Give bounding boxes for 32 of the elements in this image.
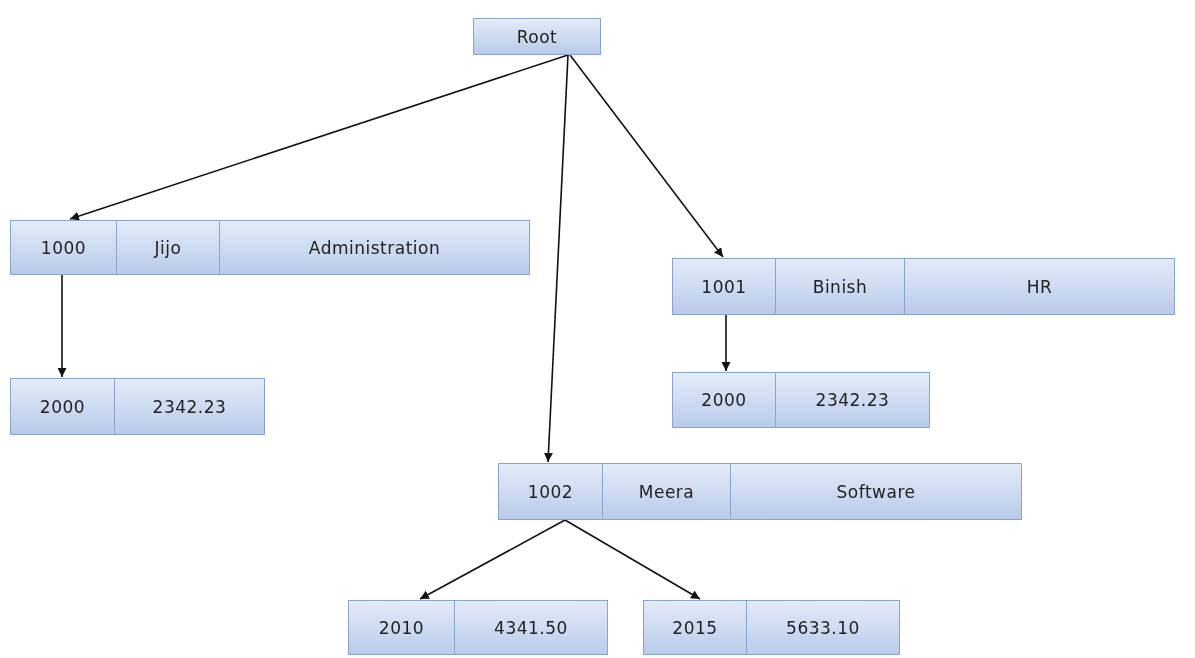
arrow [57,274,67,378]
record-field: Meera [602,463,731,520]
record-field: Jijo [116,220,220,275]
record-box [348,600,608,655]
record-field: 1002 [498,463,603,520]
record-field: 4341.50 [454,600,608,655]
arrow [419,519,566,600]
record-box [672,258,1175,315]
record-field: Administration [219,220,530,275]
arrow [721,314,731,372]
arrow [564,519,701,600]
record-field: 2010 [348,600,455,655]
record-box [10,220,530,275]
record-field: Software [730,463,1022,520]
record-field: 2000 [672,372,776,428]
record-field: 2000 [10,378,115,435]
record-box [498,463,1022,520]
arrow [569,54,724,258]
record-field: Binish [775,258,905,315]
record-field: 1001 [672,258,776,315]
record-box [10,378,265,435]
record-field: 1000 [10,220,117,275]
record-field: 2342.23 [114,378,265,435]
record-box [643,600,900,655]
record-box [672,372,930,428]
record-field: 2015 [643,600,747,655]
arrow [69,54,569,221]
arrow [543,54,569,463]
record-field: 5633.10 [746,600,900,655]
record-field: Root [473,18,601,55]
record-field: 2342.23 [775,372,930,428]
record-field: HR [904,258,1175,315]
